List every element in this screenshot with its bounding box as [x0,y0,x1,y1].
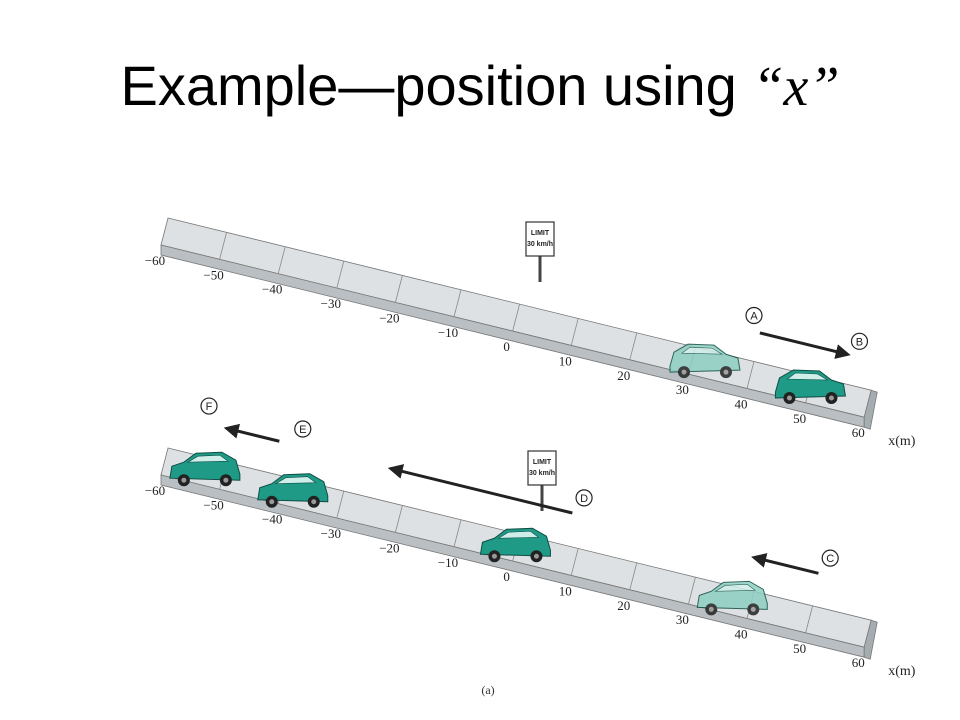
tick-label: −50 [203,267,223,282]
tick-label: 30 [676,382,689,397]
road-divider [453,289,462,317]
road-divider [570,318,579,346]
position-marker-c: C [821,549,839,567]
marker-letter: B [856,336,863,348]
road-edge [160,244,865,428]
motion-arrow [387,464,573,515]
tick-label: −60 [145,483,165,498]
title-symbol: “x” [752,56,840,118]
tick-label: −40 [262,512,282,527]
road-divider [395,275,403,303]
sign-line-1: LIMIT [531,230,550,237]
road-divider [277,246,286,274]
position-marker-a: A [745,306,763,325]
slide-title: Example—position using “x” [0,56,960,118]
tick-label: 60 [852,425,865,440]
tick-label: −30 [321,526,341,541]
car-icon [696,580,768,616]
axis-label: x(m) [888,434,916,449]
road-divider [336,490,345,519]
tick-label: 10 [559,583,572,598]
road-end [863,389,878,430]
marker-letter: C [826,553,834,565]
tick-label: 0 [503,339,510,354]
tick-label: 40 [735,397,748,412]
road-divider [688,577,696,605]
marker-letter: A [750,311,758,323]
road-divider [746,361,755,389]
tick-label: 40 [735,627,748,642]
road-divider [629,332,638,360]
position-marker-d: D [575,489,593,507]
tick-label: 50 [793,641,806,656]
tick-label: −10 [438,325,458,340]
road-divider [805,605,813,633]
speed-limit-sign: LIMIT 30 km/h [527,450,557,511]
road-divider [219,232,227,260]
position-marker-b: B [850,332,869,350]
axis-label: x(m) [888,664,916,679]
road-divider [336,260,345,289]
road-divider [629,562,638,590]
tick-label: 0 [503,569,510,584]
position-marker-f: F [200,397,218,415]
tick-label: 20 [617,368,630,383]
tick-label: −60 [145,253,165,268]
position-marker-e: E [294,420,312,438]
road-divider [512,303,520,332]
car-icon [774,369,847,404]
road-divider [395,505,403,533]
motion-arrow [759,331,851,359]
car-icon [169,451,241,487]
tick-label: −30 [321,296,341,311]
tick-label: 30 [676,612,689,627]
title-text: Example—position using [120,54,753,117]
sign-line-2: 30 km/h [527,241,553,248]
motion-arrow [223,423,280,443]
tick-label: 10 [559,353,572,368]
marker-letter: E [299,424,306,436]
marker-letter: F [206,401,213,413]
tick-label: −50 [203,497,223,512]
car-icon [479,527,551,563]
road-divider [453,519,462,547]
speed-limit-sign: LIMIT 30 km/h [525,221,555,282]
tick-label: 60 [852,655,865,670]
tick-label: 50 [793,411,806,426]
motion-arrow [751,553,819,575]
road-divider [570,548,579,576]
tick-label: 20 [617,598,630,613]
tick-label: −10 [438,555,458,570]
sign-line-2: 30 km/h [529,470,555,477]
tick-label: −20 [379,540,399,555]
marker-letter: D [580,493,588,505]
tick-label: −40 [262,282,282,297]
figure-caption: (a) [481,683,494,697]
sign-line-1: LIMIT [533,459,552,466]
panel-top: −60 −50 −40 −30 −20 −10 0 10 20 30 40 50 60 x(m) LIMIT… [145,217,916,449]
tick-label: −20 [379,310,399,325]
road-end [863,619,878,660]
car-icon [257,473,329,508]
car-icon [669,343,741,379]
panel-bottom: −60 −50 −40 −30 −20 −10 0 10 20 30 40 50 60 x(m) LIMIT… [145,397,916,679]
